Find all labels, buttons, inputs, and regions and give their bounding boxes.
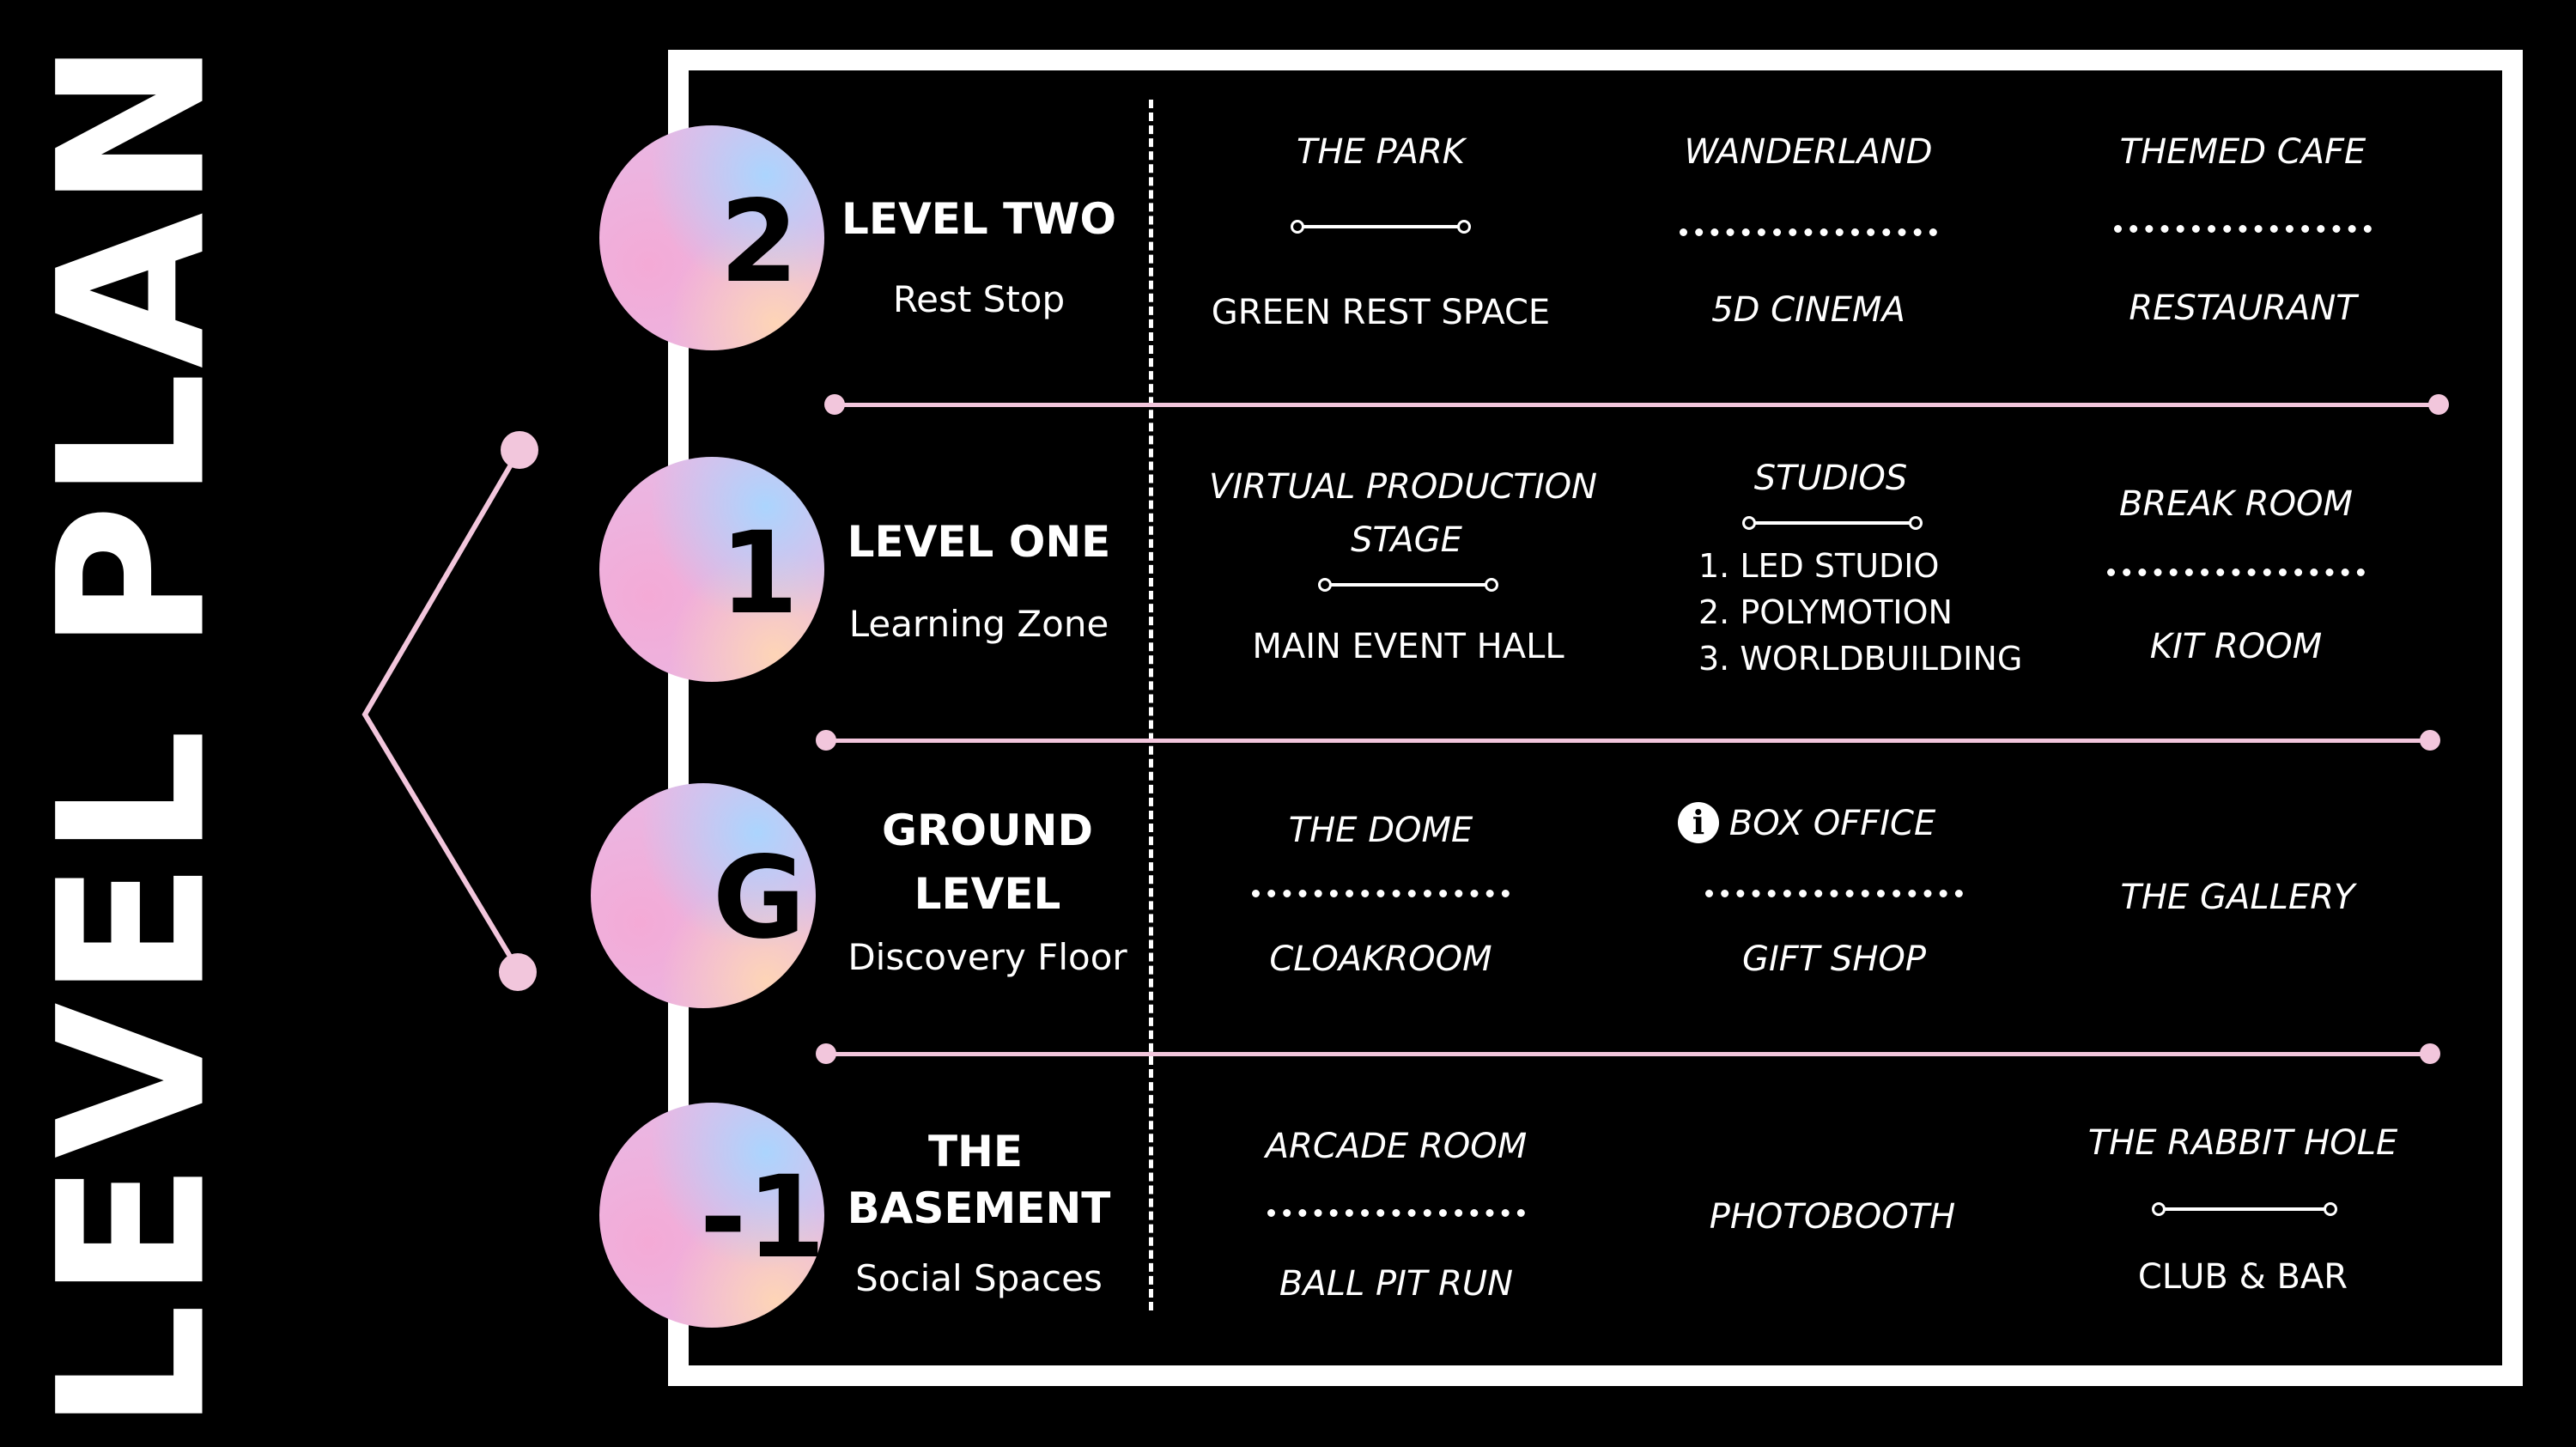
level-badge-two	[599, 125, 824, 350]
zone-bottom: BALL PIT RUN	[1279, 1264, 1514, 1304]
level-subtitle: Rest Stop	[892, 278, 1066, 320]
zone-top: THE DOME	[1288, 811, 1473, 850]
level-name-line2: LEVEL	[914, 869, 1061, 919]
level-name-line2: BASEMENT	[847, 1183, 1111, 1233]
zone-connector-line	[2152, 1202, 2337, 1216]
zone-connector-line	[1742, 516, 1923, 530]
level-subtitle: Discovery Floor	[848, 936, 1127, 978]
zone-bottom: MAIN EVENT HALL	[1252, 627, 1564, 666]
level-number: 2	[720, 176, 799, 308]
level-plan-frame	[668, 50, 2523, 1386]
zone-connector-line	[1291, 220, 1471, 234]
level-name: LEVEL ONE	[847, 517, 1111, 567]
level-subtitle: Learning Zone	[848, 603, 1109, 645]
separator-level-one	[826, 739, 2430, 743]
zone-top: THE RABBIT HOLE	[2087, 1123, 2398, 1163]
separator-dot	[2420, 730, 2440, 751]
level-number: -1	[699, 1152, 826, 1284]
separator-dot	[824, 394, 845, 415]
separator-level-two	[835, 403, 2439, 407]
zone-top: BREAK ROOM	[2118, 484, 2354, 524]
list-item: 1. LED STUDIO	[1698, 547, 1940, 585]
zone-bottom: CLOAKROOM	[1269, 939, 1492, 979]
studio-list: 1. LED STUDIO 2. POLYMOTION 3. WORLDBUIL…	[1698, 543, 2022, 682]
column-divider	[1149, 100, 1153, 1310]
zone-bottom: RESTAURANT	[2129, 289, 2357, 328]
separator-dot	[816, 730, 836, 751]
zone-connector-dots	[1680, 228, 1937, 236]
info-icon: i	[1678, 802, 1719, 843]
zone-bottom: KIT ROOM	[2149, 627, 2323, 666]
zone-top: THE PARK	[1296, 132, 1466, 172]
zone-connector-dots	[2114, 225, 2372, 233]
zone-top: WANDERLAND	[1684, 132, 1933, 172]
level-number: G	[712, 832, 806, 964]
zone-top: STUDIOS	[1753, 459, 1908, 498]
level-name-line1: GROUND	[882, 806, 1093, 855]
zone-top: ARCADE ROOM	[1265, 1127, 1528, 1166]
zone-single: PHOTOBOOTH	[1709, 1197, 1956, 1237]
separator-dot	[2428, 394, 2449, 415]
separator-ground-level	[826, 1052, 2430, 1056]
zone-top: THEMED CAFE	[2119, 132, 2366, 172]
bracket-connector	[361, 431, 538, 991]
zone-bottom: GIFT SHOP	[1741, 939, 1927, 979]
zone-single: THE GALLERY	[2120, 878, 2355, 917]
level-name: LEVEL TWO	[841, 194, 1116, 244]
zone-connector-dots	[1705, 890, 1963, 897]
separator-dot	[2420, 1043, 2440, 1064]
zone-connector-dots	[2107, 568, 2365, 576]
level-subtitle: Social Spaces	[855, 1257, 1103, 1299]
zone-bottom: 5D CINEMA	[1711, 290, 1905, 330]
zone-bottom: CLUB & BAR	[2137, 1257, 2348, 1297]
list-item: 3. WORLDBUILDING	[1698, 640, 2023, 678]
list-item: 2. POLYMOTION	[1698, 593, 1953, 631]
level-badge-basement	[599, 1103, 824, 1328]
zone-connector-dots	[1267, 1209, 1525, 1217]
zone-connector-dots	[1252, 890, 1510, 897]
zone-top: BOX OFFICE	[1728, 804, 1936, 843]
separator-dot	[816, 1043, 836, 1064]
zone-top-line2: STAGE	[1351, 520, 1462, 560]
level-badge-ground	[591, 783, 816, 1008]
level-number: 1	[720, 508, 799, 640]
level-name-line1: THE	[927, 1127, 1024, 1176]
level-badge-one	[599, 457, 824, 682]
zone-top-line1: VIRTUAL PRODUCTION	[1208, 467, 1598, 507]
zone-bottom: GREEN REST SPACE	[1211, 293, 1551, 332]
zone-connector-line	[1318, 578, 1498, 592]
